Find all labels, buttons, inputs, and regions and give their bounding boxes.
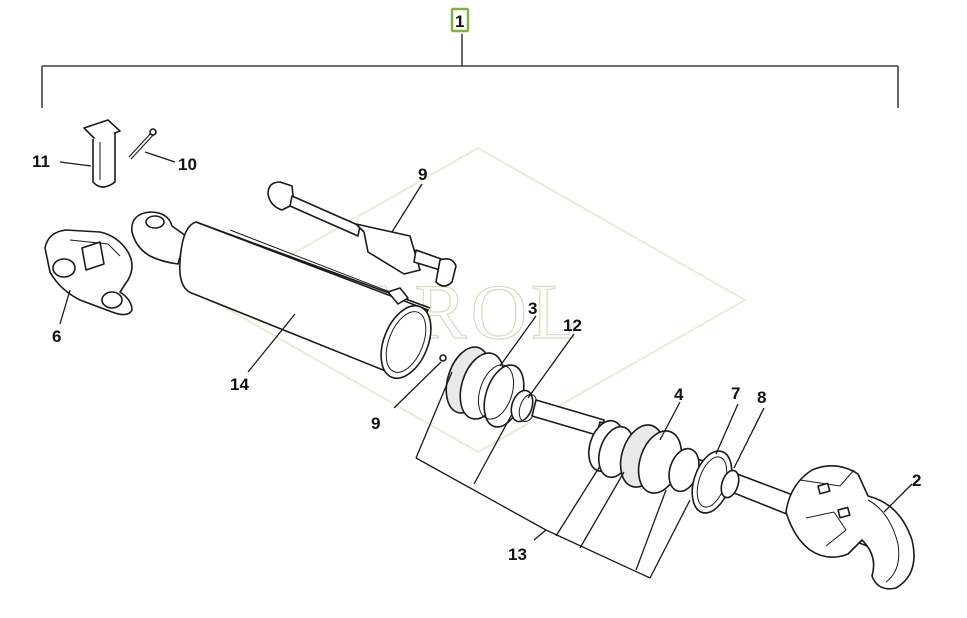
- cylinder-barrel-part-14[interactable]: [131, 211, 441, 385]
- seal-part-12[interactable]: [508, 388, 540, 425]
- leader-14: [247, 313, 296, 373]
- leader-12: [527, 333, 575, 399]
- leader-2: [883, 483, 913, 513]
- seal-part-9[interactable]: [439, 354, 447, 362]
- callout-13[interactable]: 13: [508, 545, 527, 564]
- callout-11[interactable]: 11: [32, 152, 50, 171]
- leader-11: [59, 161, 92, 167]
- split-pin-part-10[interactable]: [128, 128, 157, 160]
- leader-6: [59, 289, 71, 325]
- callout-10[interactable]: 10: [178, 155, 197, 174]
- leader-9-top: [391, 183, 423, 233]
- callout-1[interactable]: 1: [455, 12, 464, 31]
- seal-kit-leaders-13: [415, 371, 691, 579]
- callout-14[interactable]: 14: [230, 375, 249, 394]
- callout-6[interactable]: 6: [52, 327, 61, 346]
- washer-part-8[interactable]: [718, 468, 742, 500]
- leader-9-mid: [393, 361, 442, 409]
- leader-3: [499, 315, 537, 367]
- assembly-bracket: [41, 34, 899, 108]
- gland-part-4[interactable]: [613, 419, 704, 498]
- callout-9-mid[interactable]: 9: [371, 414, 380, 433]
- callout-3[interactable]: 3: [528, 299, 537, 318]
- callout-4[interactable]: 4: [674, 385, 684, 404]
- callout-8[interactable]: 8: [757, 388, 766, 407]
- callout-2[interactable]: 2: [912, 471, 921, 490]
- clevis-part-6[interactable]: [44, 229, 133, 316]
- pin-part-11[interactable]: [83, 119, 121, 188]
- leader-8: [733, 407, 765, 469]
- leader-4: [659, 401, 681, 441]
- leader-10: [144, 151, 176, 163]
- hydraulic-pipe-part-9[interactable]: [267, 181, 457, 287]
- callout-7[interactable]: 7: [731, 384, 740, 403]
- main-callout-box[interactable]: [450, 7, 470, 33]
- hook-part-2[interactable]: [785, 465, 915, 590]
- leader-7: [715, 403, 739, 455]
- callout-12[interactable]: 12: [563, 316, 582, 335]
- callout-9-top[interactable]: 9: [418, 165, 427, 184]
